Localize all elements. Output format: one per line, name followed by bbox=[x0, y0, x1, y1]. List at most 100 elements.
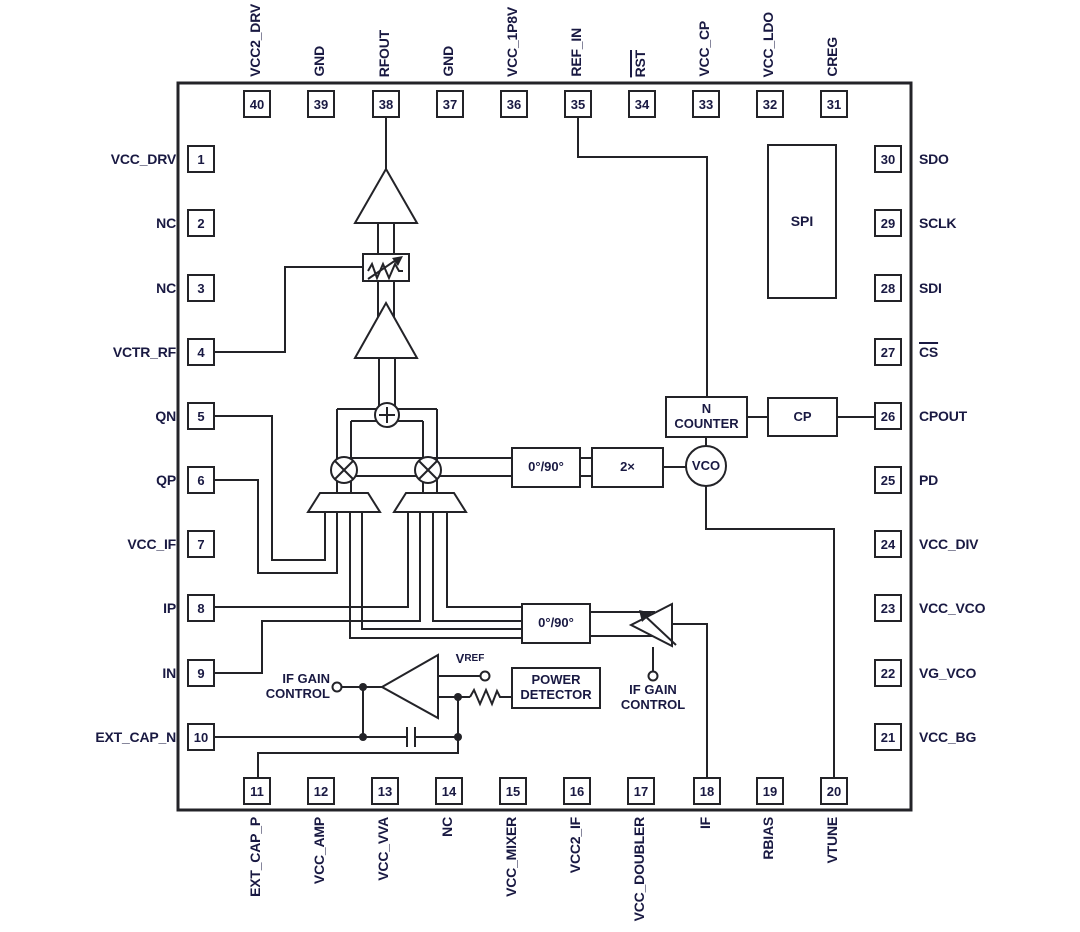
pin-label-GND: GND bbox=[440, 46, 460, 77]
pin-number: 15 bbox=[505, 783, 521, 799]
pin-label-text: SCLK bbox=[919, 215, 957, 231]
pin-number: 23 bbox=[880, 600, 896, 616]
pin-label-text: CPOUT bbox=[919, 408, 968, 424]
pin-number: 20 bbox=[826, 783, 842, 799]
pin-label-text: IP bbox=[163, 600, 176, 616]
pin-label-VCC_VVA: VCC_VVA bbox=[375, 817, 395, 881]
pin-box-29: 29 bbox=[874, 209, 902, 237]
pin-number: 10 bbox=[193, 729, 209, 745]
vco-label: VCO bbox=[691, 457, 721, 473]
pin-box-15: 15 bbox=[499, 777, 527, 805]
vref-terminal bbox=[479, 670, 491, 682]
pin-label-QP: QP bbox=[156, 470, 176, 490]
pin-label-text: QN bbox=[155, 408, 176, 424]
pin-box-31: 31 bbox=[820, 90, 848, 118]
pin-box-18: 18 bbox=[693, 777, 721, 805]
pin-label-text: VTUNE bbox=[824, 817, 840, 864]
pin-box-25: 25 bbox=[874, 466, 902, 494]
pin-label-VCC2_IF: VCC2_IF bbox=[567, 817, 587, 873]
lo-quad-box bbox=[511, 447, 581, 488]
pin-label-SDI: SDI bbox=[919, 278, 942, 298]
if-quad-label: 0°/90° bbox=[538, 615, 574, 631]
pin-label-text: NC bbox=[439, 817, 455, 837]
pin-label-NC: NC bbox=[156, 278, 176, 298]
pin-number: 38 bbox=[378, 96, 394, 112]
pin-label-text: VCC_DIV bbox=[919, 536, 979, 552]
pin-label-EXT_CAP_N: EXT_CAP_N bbox=[95, 727, 176, 747]
rf-amp1-symbol bbox=[353, 166, 419, 224]
pin-number: 2 bbox=[197, 215, 205, 231]
pin-box-36: 36 bbox=[500, 90, 528, 118]
pin-label-VCC_DOUBLER: VCC_DOUBLER bbox=[631, 817, 651, 921]
pin-label-VCTR_RF: VCTR_RF bbox=[113, 342, 176, 362]
pin-label-text: VCC_IF bbox=[127, 536, 176, 552]
pin-number: 19 bbox=[762, 783, 778, 799]
pin-box-34: 34 bbox=[628, 90, 656, 118]
pin-label-text: RST bbox=[632, 49, 648, 77]
pin-label-text: VCC_AMP bbox=[311, 817, 327, 885]
pin-label-VCC_AMP: VCC_AMP bbox=[311, 817, 331, 884]
pin-label-VCC_1P8V: VCC_1P8V bbox=[504, 7, 524, 77]
pin-label-text: SDO bbox=[919, 151, 949, 167]
pin-box-4: 4 bbox=[187, 338, 215, 366]
if-gain-control-right-label: IF GAIN CONTROL bbox=[620, 682, 686, 712]
pin-label-CREG: CREG bbox=[824, 37, 844, 77]
pin-box-10: 10 bbox=[187, 723, 215, 751]
pin-label-EXT_CAP_P: EXT_CAP_P bbox=[247, 817, 267, 897]
pin-box-30: 30 bbox=[874, 145, 902, 173]
pin-box-3: 3 bbox=[187, 274, 215, 302]
pin-number: 36 bbox=[506, 96, 522, 112]
pin-number: 35 bbox=[570, 96, 586, 112]
pin-box-9: 9 bbox=[187, 659, 215, 687]
pin-label-text: QP bbox=[156, 472, 176, 488]
pin-label-text: VCC_DOUBLER bbox=[631, 817, 647, 922]
pin-label-CPOUT: CPOUT bbox=[919, 406, 967, 426]
if-gain-terminal-left bbox=[331, 681, 343, 693]
pin-number: 16 bbox=[569, 783, 585, 799]
pin-box-16: 16 bbox=[563, 777, 591, 805]
pin-box-22: 22 bbox=[874, 659, 902, 687]
pin-label-PD: PD bbox=[919, 470, 938, 490]
pin-number: 32 bbox=[762, 96, 778, 112]
pin-number: 13 bbox=[377, 783, 393, 799]
pin-number: 21 bbox=[880, 729, 896, 745]
pin-label-text: NC bbox=[156, 215, 176, 231]
pin-label-NC: NC bbox=[439, 817, 459, 837]
spi-block-label: SPI bbox=[768, 145, 836, 298]
balun-i-symbol bbox=[392, 492, 468, 513]
pin-label-VCC_DRV: VCC_DRV bbox=[111, 149, 176, 169]
rf-amp2-symbol bbox=[353, 300, 419, 359]
pin-label-text: RFOUT bbox=[376, 29, 392, 77]
pin-label-text: VCC_MIXER bbox=[503, 817, 519, 897]
doubler-label: 2× bbox=[620, 459, 635, 475]
balun-q-symbol bbox=[306, 492, 382, 513]
pin-box-32: 32 bbox=[756, 90, 784, 118]
pin-box-8: 8 bbox=[187, 594, 215, 622]
pin-box-1: 1 bbox=[187, 145, 215, 173]
pin-label-text: VCC_DRV bbox=[110, 151, 176, 167]
pin-label-VTUNE: VTUNE bbox=[824, 817, 844, 863]
pin-box-28: 28 bbox=[874, 274, 902, 302]
if-vga-symbol bbox=[628, 602, 673, 648]
lo-quad-label: 0°/90° bbox=[528, 459, 564, 475]
pin-label-VCC_DIV: VCC_DIV bbox=[919, 534, 978, 554]
pin-box-37: 37 bbox=[436, 90, 464, 118]
pin-number: 8 bbox=[197, 600, 205, 616]
pin-label-text: REF_IN bbox=[568, 28, 584, 77]
pin-box-20: 20 bbox=[820, 777, 848, 805]
pin-label-QN: QN bbox=[155, 406, 176, 426]
pin-number: 9 bbox=[197, 665, 205, 681]
pin-box-19: 19 bbox=[756, 777, 784, 805]
pin-label-text: GND bbox=[440, 46, 456, 77]
pin-label-GND: GND bbox=[311, 46, 331, 77]
pin-label-text: VCTR_RF bbox=[112, 344, 176, 360]
pin-label-text: VG_VCO bbox=[919, 665, 977, 681]
pin-number: 29 bbox=[880, 215, 896, 231]
pin-label-text: VCC2_IF bbox=[567, 817, 583, 874]
doubler-box bbox=[591, 447, 664, 488]
pin-number: 24 bbox=[880, 536, 896, 552]
pin-label-VCC_VCO: VCC_VCO bbox=[919, 598, 985, 618]
pin-label-text: GND bbox=[311, 46, 327, 77]
